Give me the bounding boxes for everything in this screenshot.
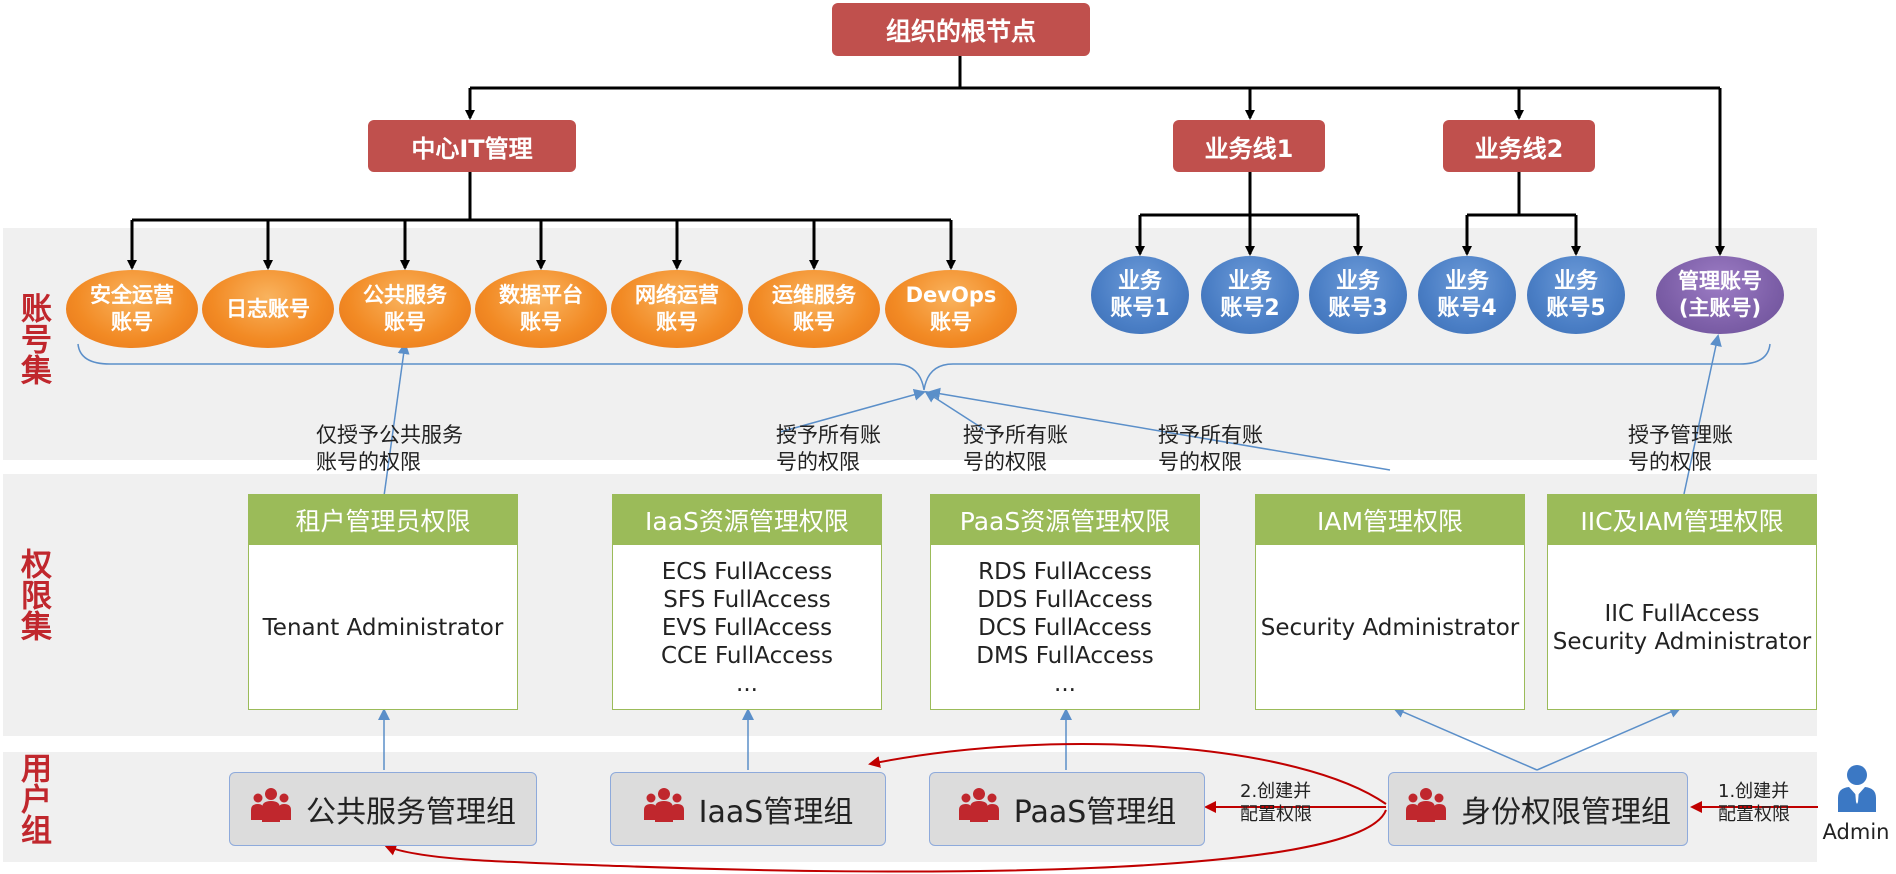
policy-item: IIC FullAccess [1604, 600, 1760, 627]
policy-item: Tenant Administrator [262, 614, 504, 641]
policy-item: ECS FullAccess [661, 558, 833, 585]
perm-set-paas: PaaS资源管理权限 RDS FullAccess DDS FullAccess… [930, 494, 1200, 710]
accounts-band [3, 228, 1817, 460]
account-public-service: 公共服务 账号 [339, 270, 471, 348]
account-devops-label: DevOps 账号 [905, 283, 997, 334]
account-biz-1-label: 业务 账号1 [1110, 269, 1170, 321]
account-biz-3: 业务 账号3 [1309, 256, 1407, 334]
biz-line-1-node: 业务线1 [1173, 120, 1325, 172]
accounts-band-label: 账号集 [14, 292, 51, 394]
group-paas-label: PaaS管理组 [1013, 795, 1177, 830]
user-group-icon [958, 786, 1000, 832]
perm-set-iic-iam: IIC及IAM管理权限 IIC FullAccess Security Admi… [1547, 494, 1817, 710]
account-data-platform: 数据平台 账号 [475, 270, 607, 348]
account-ops-service: 运维服务 账号 [748, 270, 880, 348]
perm-set-title: IIC及IAM管理权限 [1548, 495, 1816, 545]
perm-set-policies: RDS FullAccess DDS FullAccess DCS FullAc… [931, 546, 1199, 709]
admin-label: Admin [1822, 820, 1890, 844]
account-log-label: 日志账号 [226, 296, 310, 321]
account-data-platform-label: 数据平台 账号 [499, 283, 583, 334]
user-group-icon [250, 786, 292, 832]
perm-set-title: PaaS资源管理权限 [931, 495, 1199, 545]
admin-icon [1836, 764, 1878, 816]
account-biz-4-label: 业务 账号4 [1437, 269, 1497, 321]
policy-item: DDS FullAccess [977, 586, 1153, 613]
policy-item: CCE FullAccess [660, 642, 834, 669]
group-iaas-label: IaaS管理组 [698, 795, 854, 830]
users-band-label-text: 用户组 [15, 752, 51, 845]
group-public-service: 公共服务管理组 [229, 772, 537, 846]
step-1-annotation: 1.创建并 配置权限 [1718, 781, 1790, 825]
policy-item: RDS FullAccess [978, 558, 1152, 585]
policy-item: ... [1054, 670, 1076, 697]
perm-set-title: IaaS资源管理权限 [613, 495, 881, 545]
policy-item: Security Administrator [1260, 614, 1520, 641]
policy-item: EVS FullAccess [661, 614, 833, 641]
account-biz-4: 业务 账号4 [1418, 256, 1516, 334]
perm-set-title: IAM管理权限 [1256, 495, 1524, 545]
grant-all-3: 授予所有账 号的权限 [1158, 423, 1263, 474]
biz-line-1-label: 业务线1 [1204, 134, 1294, 163]
policy-item: DCS FullAccess [978, 614, 1152, 641]
account-biz-5-label: 业务 账号5 [1546, 269, 1606, 321]
account-management-label: 管理账号 (主账号) [1678, 269, 1762, 320]
perm-set-tenant-admin: 租户管理员权限 Tenant Administrator [248, 494, 518, 710]
perm-set-iaas: IaaS资源管理权限 ECS FullAccess SFS FullAccess… [612, 494, 882, 710]
group-public-service-label: 公共服务管理组 [306, 795, 516, 830]
permissions-band-label: 权限集 [14, 548, 51, 650]
account-security-ops: 安全运营 账号 [66, 270, 198, 348]
group-paas: PaaS管理组 [929, 772, 1205, 846]
root-node: 组织的根节点 [832, 3, 1090, 56]
perm-set-policies: Security Administrator [1256, 546, 1524, 709]
grant-public-only: 仅授予公共服务 账号的权限 [316, 423, 463, 474]
grant-all-1: 授予所有账 号的权限 [776, 423, 881, 474]
account-ops-service-label: 运维服务 账号 [772, 283, 856, 334]
account-security-ops-label: 安全运营 账号 [90, 283, 174, 334]
perm-set-policies: ECS FullAccess SFS FullAccess EVS FullAc… [613, 546, 881, 709]
biz-line-2-label: 业务线2 [1474, 134, 1564, 163]
grant-management-only: 授予管理账 号的权限 [1628, 423, 1733, 474]
policy-item: Security Administrator [1552, 628, 1812, 655]
group-identity: 身份权限管理组 [1388, 772, 1688, 846]
permissions-band-label-text: 权限集 [15, 548, 51, 641]
user-group-icon [643, 786, 685, 832]
account-devops: DevOps 账号 [885, 270, 1017, 348]
account-biz-1: 业务 账号1 [1091, 256, 1189, 334]
perm-set-iam: IAM管理权限 Security Administrator [1255, 494, 1525, 710]
policy-item: ... [736, 670, 758, 697]
central-it-label: 中心IT管理 [411, 134, 533, 163]
account-network-ops: 网络运营 账号 [611, 270, 743, 348]
root-node-label: 组织的根节点 [885, 16, 1036, 46]
users-band-label: 用户组 [14, 752, 51, 854]
policy-item: DMS FullAccess [976, 642, 1154, 669]
step-2-annotation: 2.创建并 配置权限 [1240, 781, 1312, 825]
perm-set-title: 租户管理员权限 [249, 495, 517, 545]
group-identity-label: 身份权限管理组 [1461, 795, 1671, 830]
account-biz-2: 业务 账号2 [1201, 256, 1299, 334]
account-network-ops-label: 网络运营 账号 [635, 283, 719, 334]
perm-set-policies: IIC FullAccess Security Administrator [1548, 546, 1816, 709]
account-biz-3-label: 业务 账号3 [1328, 269, 1388, 321]
accounts-band-label-text: 账号集 [15, 292, 51, 385]
account-log: 日志账号 [202, 270, 334, 348]
user-group-icon [1405, 786, 1447, 832]
grant-all-2: 授予所有账 号的权限 [963, 423, 1068, 474]
central-it-node: 中心IT管理 [368, 120, 576, 172]
group-iaas: IaaS管理组 [610, 772, 886, 846]
account-biz-5: 业务 账号5 [1527, 256, 1625, 334]
account-biz-2-label: 业务 账号2 [1220, 269, 1280, 321]
account-management: 管理账号 (主账号) [1656, 256, 1784, 334]
policy-item: SFS FullAccess [663, 586, 831, 613]
perm-set-policies: Tenant Administrator [249, 546, 517, 709]
account-public-service-label: 公共服务 账号 [363, 283, 447, 334]
biz-line-2-node: 业务线2 [1443, 120, 1595, 172]
